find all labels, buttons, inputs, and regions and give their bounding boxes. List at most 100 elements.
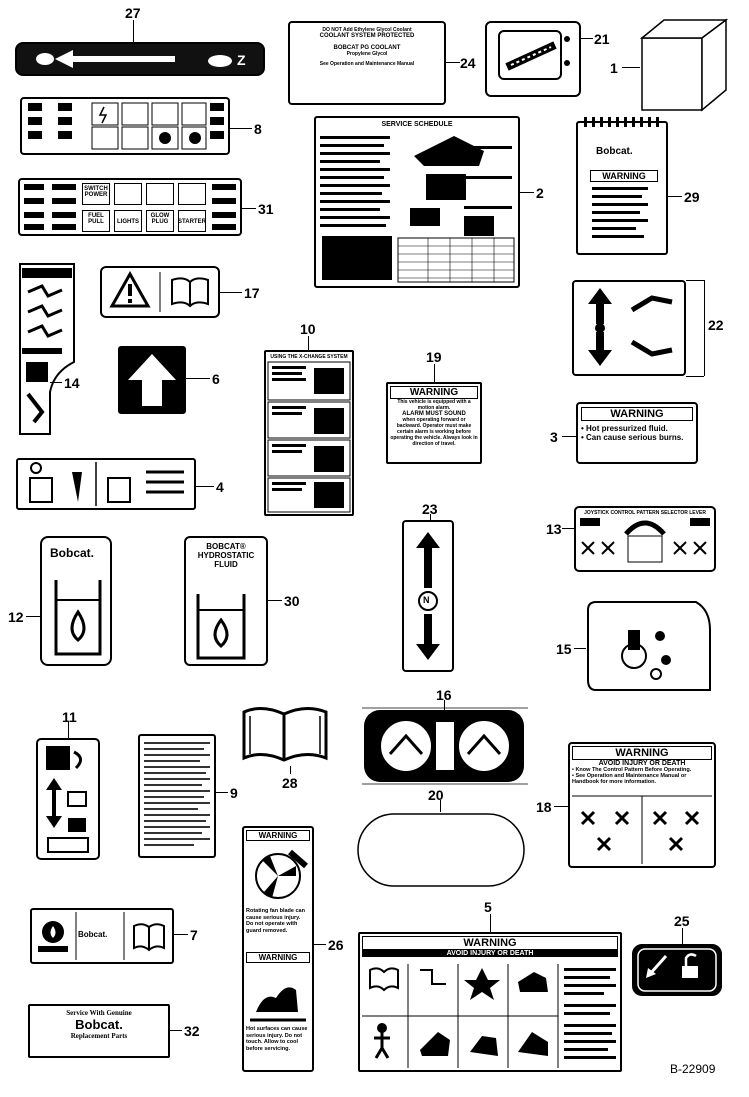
decal-26-text1: Rotating fan blade can cause serious inj… bbox=[246, 908, 305, 934]
decal-15 bbox=[587, 601, 711, 691]
decal-5-pictograms bbox=[362, 964, 616, 1068]
decal-7-brand: Bobcat. bbox=[78, 930, 108, 939]
decal-14 bbox=[19, 263, 75, 435]
callout-24: 24 bbox=[460, 55, 476, 71]
decal-23-letter: N bbox=[423, 595, 430, 605]
callout-11: 11 bbox=[62, 709, 77, 725]
svg-text:Z: Z bbox=[237, 52, 246, 68]
decal-16 bbox=[362, 707, 528, 785]
decal-32-brand: Bobcat. bbox=[75, 1017, 123, 1032]
decal-21-spring-icon bbox=[498, 30, 570, 80]
callout-12: 12 bbox=[8, 609, 24, 625]
decal-19-line1: This vehicle is equipped with a motion a… bbox=[397, 399, 471, 411]
decal-13-pattern-icons bbox=[580, 518, 710, 563]
callout-29: 29 bbox=[684, 189, 700, 205]
decal-6-up-arrow-icon bbox=[128, 354, 176, 406]
decal-26-text2: Hot surfaces can cause serious injury. D… bbox=[246, 1026, 308, 1052]
decal-5-header: WARNING bbox=[362, 936, 618, 950]
decal-31-glow-plug: GLOW PLUG bbox=[150, 213, 170, 225]
decal-19-header: WARNING bbox=[390, 386, 478, 399]
callout-27: 27 bbox=[125, 5, 141, 21]
callout-32: 32 bbox=[184, 1023, 200, 1039]
decal-26-hot-surface-icon bbox=[250, 987, 306, 1022]
decal-24-line4: Propylene Glycol bbox=[346, 51, 388, 57]
decal-31-starter: STARTER bbox=[178, 219, 206, 225]
callout-5: 5 bbox=[484, 899, 492, 915]
decal-30-fluid-drop-icon bbox=[196, 594, 246, 660]
decal-9-text-lines bbox=[144, 742, 210, 846]
decal-29 bbox=[576, 121, 668, 255]
callout-18: 18 bbox=[536, 799, 552, 815]
decal-11-lock-icons bbox=[46, 746, 89, 853]
callout-28: 28 bbox=[282, 775, 298, 791]
decal-3: WARNING • Hot pressurized fluid. • Can c… bbox=[576, 402, 698, 464]
decal-18-line1: • Know The Control Pattern Before Operat… bbox=[572, 767, 692, 773]
callout-16: 16 bbox=[436, 687, 452, 703]
decal-22-joystick-icons bbox=[588, 288, 673, 366]
callout-2: 2 bbox=[536, 185, 544, 201]
decal-5-subheader: AVOID INJURY OR DEATH bbox=[362, 950, 618, 957]
decal-18-subheader: AVOID INJURY OR DEATH bbox=[598, 760, 686, 767]
decal-4-icons bbox=[29, 462, 184, 506]
decal-12-brand: Bobcat. bbox=[50, 546, 95, 560]
decal-10-steps-graphic bbox=[267, 361, 351, 513]
decal-3-header: WARNING bbox=[581, 407, 693, 421]
callout-10: 10 bbox=[300, 321, 316, 337]
callout-22: 22 bbox=[708, 317, 724, 333]
decal-31-switch-power: SWITCH POWER bbox=[84, 186, 108, 198]
callout-13: 13 bbox=[546, 521, 562, 537]
callout-26: 26 bbox=[328, 937, 344, 953]
decal-24-line2: COOLANT SYSTEM PROTECTED bbox=[319, 33, 415, 39]
decal-26 bbox=[242, 826, 314, 1072]
callout-15: 15 bbox=[556, 641, 572, 657]
decal-7-icons bbox=[38, 912, 165, 960]
decal-18-header: WARNING bbox=[572, 746, 712, 760]
callout-17: 17 bbox=[244, 285, 260, 301]
decal-24-line1: DO NOT Add Ethylene Glycol Coolant bbox=[322, 27, 412, 33]
decal-3-line2: • Can cause serious burns. bbox=[581, 433, 684, 442]
decal-29-brand: Bobcat. bbox=[596, 146, 633, 157]
callout-30: 30 bbox=[284, 593, 300, 609]
decal-10-title: USING THE X-CHANGE SYSTEM bbox=[270, 354, 348, 360]
decal-32-line1: Service With Genuine bbox=[66, 1009, 132, 1017]
decal-2-schedule-graphic bbox=[320, 136, 515, 283]
decal-2-title: SERVICE SCHEDULE bbox=[381, 121, 453, 128]
decal-26-header1: WARNING bbox=[246, 830, 310, 841]
decal-32: Service With Genuine Bobcat. Replacement… bbox=[28, 1004, 170, 1058]
callout-20: 20 bbox=[428, 787, 444, 803]
decal-30-line1: BOBCAT® bbox=[206, 542, 246, 551]
decal-25-unlock-icon bbox=[637, 948, 717, 992]
decal-24-line5: See Operation and Maintenance Manual bbox=[319, 61, 415, 67]
decal-20 bbox=[357, 813, 525, 887]
decal-30-line2: HYDROSTATIC bbox=[197, 551, 255, 560]
callout-8: 8 bbox=[254, 121, 262, 137]
callout-31: 31 bbox=[258, 201, 274, 217]
decal-26-header2: WARNING bbox=[246, 952, 310, 963]
callout-1: 1 bbox=[610, 60, 618, 76]
decal-31-side-labels bbox=[24, 184, 236, 230]
callout-9: 9 bbox=[230, 785, 238, 801]
decal-13-title: JOYSTICK CONTROL PATTERN SELECTOR LEVER bbox=[584, 510, 706, 516]
decal-29-header: WARNING bbox=[590, 170, 658, 182]
decal-22 bbox=[572, 280, 686, 376]
decal-18-pattern-icons bbox=[572, 795, 712, 864]
callout-4: 4 bbox=[216, 479, 224, 495]
decal-13: JOYSTICK CONTROL PATTERN SELECTOR LEVER bbox=[574, 506, 716, 572]
decal-23-neutral-icon bbox=[416, 532, 440, 660]
decal-8-switch-icons bbox=[28, 102, 224, 150]
decal-18-line2: • See Operation and Maintenance Manual o… bbox=[572, 773, 687, 785]
decal-31-fuel-pull: FUEL PULL bbox=[88, 213, 104, 225]
decal-19-line2: ALARM MUST SOUND bbox=[402, 411, 466, 417]
callout-7: 7 bbox=[190, 927, 198, 943]
decal-kit-box-icon bbox=[639, 18, 729, 112]
decal-31-lights: LIGHTS bbox=[117, 219, 139, 225]
decal-12-fluid-drop-icon bbox=[54, 580, 102, 656]
callout-25: 25 bbox=[674, 913, 690, 929]
decal-29-notepad-icon bbox=[584, 117, 659, 238]
decal-25 bbox=[632, 944, 722, 996]
figure-id: B-22909 bbox=[670, 1062, 716, 1076]
callout-23: 23 bbox=[422, 501, 438, 517]
decal-19: WARNING This vehicle is equipped with a … bbox=[386, 382, 482, 464]
decal-24: DO NOT Add Ethylene Glycol Coolant COOLA… bbox=[288, 21, 446, 105]
decal-17-icons bbox=[109, 270, 209, 312]
